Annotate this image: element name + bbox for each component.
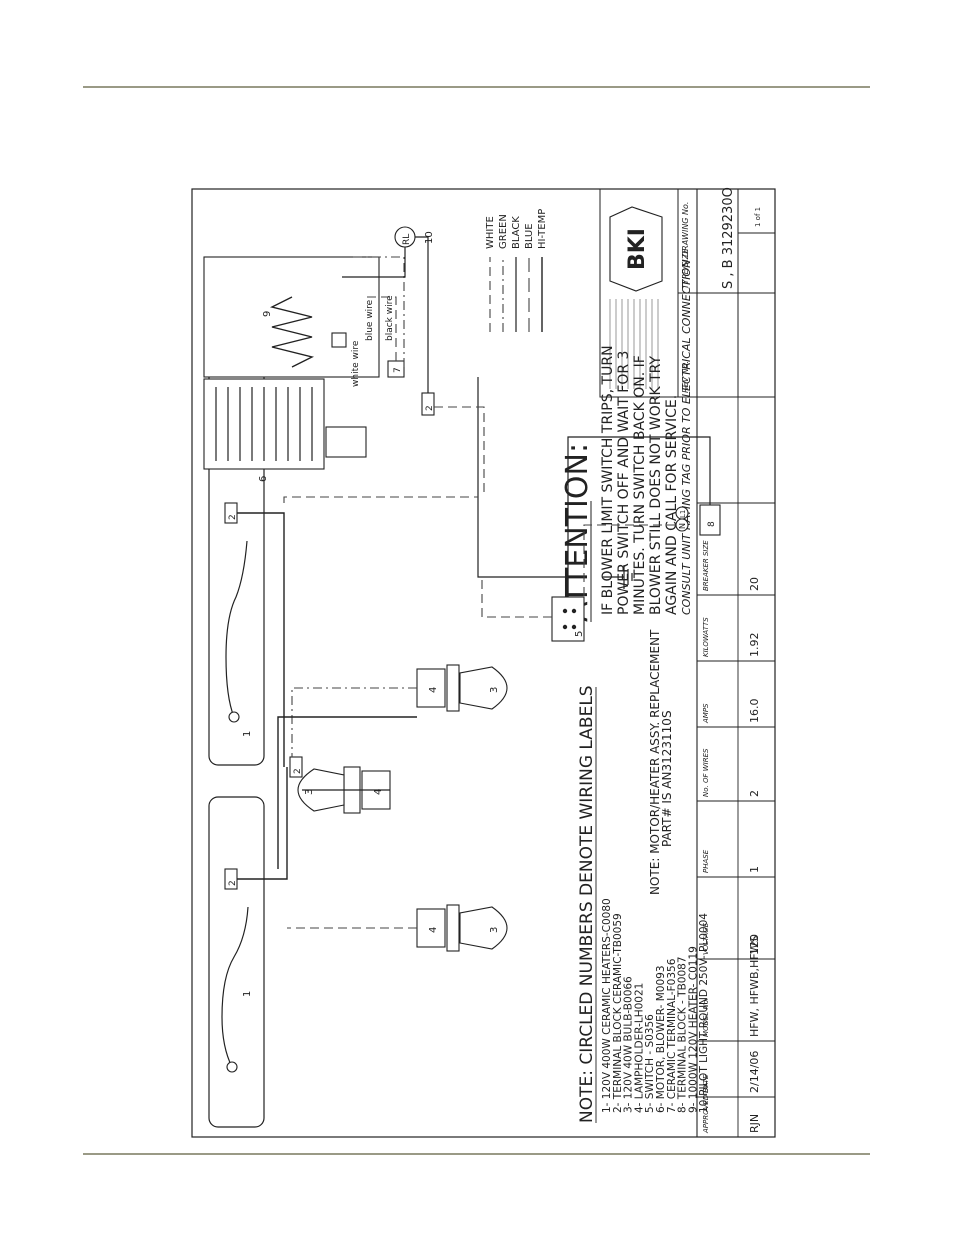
terminal-2a: 2 [224, 868, 238, 890]
bottom-rule [83, 1153, 870, 1155]
drawing-no-label: DRAWING No. [681, 202, 690, 257]
terminal-2b: 2 [224, 502, 238, 524]
terminal-2c: 2 [289, 756, 303, 778]
note-line-1: NOTE: MOTOR/HEATER ASSY. REPLACEMENT [648, 629, 662, 895]
drawing-number: S , B 3129230O [721, 187, 736, 289]
part-2: 2- TERMINAL BLOCK CERAMIC-TB0059 [612, 913, 624, 1113]
info-block: BKI REV No. TYPE/SIZE DRAWING No. S , B … [599, 187, 776, 504]
attention-heading: ATTENTION: [560, 443, 595, 622]
tb-value-7: 1.92 [748, 633, 761, 658]
bki-logo: BKI [609, 206, 663, 292]
type-size-label: TYPE/SIZE [681, 248, 690, 289]
terminal-2d-number: 2 [425, 405, 435, 411]
blower-motor-6: 6 [203, 378, 367, 482]
wire-legend: WHITE GREEN BLACK BLUE HI-TEMP [485, 209, 548, 332]
tb-header-0: APPROVED BY [702, 1083, 710, 1134]
tb-value-1: 2/14/06 [748, 1051, 761, 1093]
wire-label-white: white wire [351, 340, 361, 387]
logo-text: BKI [625, 228, 650, 270]
lampholder-right-number: 4 [428, 687, 439, 693]
legend-hitemp: HI-TEMP [537, 209, 548, 249]
tb-header-5: No. OF WIRES [702, 748, 710, 797]
part-1: 1- 120V 400W CERAMIC HEATERS-C0080 [601, 898, 613, 1113]
tb-header-6: AMPS [702, 703, 710, 724]
tb-value-0: RJN [748, 1114, 761, 1133]
attention-line-5: AGAIN AND CALL FOR SERVICE. [664, 395, 680, 615]
pilot-number: 10 [424, 231, 435, 244]
tb-value-8: 20 [748, 577, 761, 591]
heater-9: 9 [203, 256, 380, 378]
part-7: 7- CERAMIC TERMINAL-F0356 [666, 958, 678, 1113]
part-4: 4- LAMPHOLDER-LH0021 [633, 983, 645, 1113]
tb-header-3: VOLTAGE [702, 922, 710, 955]
terminal-block-8: 8 N L1 [675, 504, 721, 536]
wire-label-blue: blue wire [365, 299, 375, 341]
tb-value-5: 2 [748, 790, 761, 797]
tb-value-3: 120 [748, 934, 761, 955]
rotated-drawing: APPROVED BY RJN DATE 2/14/06 MODEL No. HFW, H… [203, 187, 776, 1137]
terminal-block-number: 8 [707, 521, 717, 527]
terminal-2b-number: 2 [228, 514, 238, 520]
part-8: 8- TERMINAL BLOCK - TB0087 [677, 957, 689, 1114]
attention-line-3: MINUTES. TURN SWITCH BACK ON. IF [632, 355, 648, 615]
attention-line-2: POWER SWITCH OFF AND WAIT FOR 3 [616, 351, 632, 615]
lampholder-left-number: 4 [428, 927, 439, 933]
pilot-badge: RL [402, 234, 412, 245]
tb-value-6: 16.0 [748, 699, 761, 724]
notes-block: NOTE: CIRCLED NUMBERS DENOTE WIRING LABE… [577, 629, 710, 1123]
wiring [237, 236, 711, 929]
switch-5: 5 [551, 596, 585, 642]
attention-line-1: IF BLOWER LIMIT SWITCH TRIPS, TURN [600, 345, 616, 615]
terminal-l1: L1 [679, 510, 687, 518]
heater-9-number: 9 [262, 311, 273, 317]
tb-header-7: KILOWATTS [702, 617, 710, 657]
lampholder-middle-number: 4 [373, 789, 384, 795]
part-5: 5- SWITCH - S0356 [644, 1014, 656, 1113]
sheet-count: 1 of 1 [754, 207, 762, 227]
heater-1-left-number: 1 [242, 991, 253, 997]
tb-header-4: PHASE [702, 849, 710, 873]
bulb-right-number: 3 [489, 687, 500, 693]
heater-1-right-number: 1 [242, 731, 253, 737]
terminal-n: N [678, 523, 687, 529]
legend-white: WHITE [485, 216, 496, 249]
wire-label-black: black wire [385, 295, 395, 341]
legend-green: GREEN [498, 214, 509, 249]
ground-symbol [602, 565, 633, 589]
ceramic-terminal-number: 7 [393, 367, 403, 373]
bulb-left-number: 3 [489, 927, 500, 933]
terminal-2c-number: 2 [293, 768, 303, 774]
title-block: APPROVED BY RJN DATE 2/14/06 MODEL No. HFW, H… [696, 189, 775, 1137]
part-10: 10-PILOT LIGHT ROUND 250V- PL0004 [698, 913, 710, 1113]
switch-number: 5 [574, 631, 585, 637]
tb-value-2: HFW, HFWB,HFWS [748, 936, 761, 1037]
legend-blue: BLUE [524, 223, 535, 249]
tb-value-4: 1 [748, 866, 761, 873]
note-line-2: PART# IS AN3123110S [660, 710, 674, 847]
tb-header-1: DATE [702, 1074, 710, 1093]
legend-black: BLACK [511, 216, 522, 249]
top-rule [83, 86, 870, 88]
blower-number: 6 [258, 476, 269, 482]
notes-title: NOTE: CIRCLED NUMBERS DENOTE WIRING LABE… [577, 685, 597, 1123]
bulb-middle-number: 3 [304, 789, 315, 795]
terminal-2a-number: 2 [228, 880, 238, 886]
heater-1-left: 1 [208, 796, 265, 1128]
tb-header-8: BREAKER SIZE [702, 540, 710, 591]
rev-no-label: REV No. [681, 361, 690, 393]
fine-print [609, 299, 659, 389]
tb-header-2: MODEL No. [702, 998, 710, 1037]
part-6: 6- MOTOR, BLOWER- M0093 [655, 965, 667, 1113]
part-9: 9- 1000W 120V HEATER- C0119 [687, 946, 699, 1113]
attention-line-4: BLOWER STILL DOES NOT WORK TRY [648, 356, 664, 615]
part-3: 3- 120V 40W BULB-B0066 [623, 976, 635, 1113]
